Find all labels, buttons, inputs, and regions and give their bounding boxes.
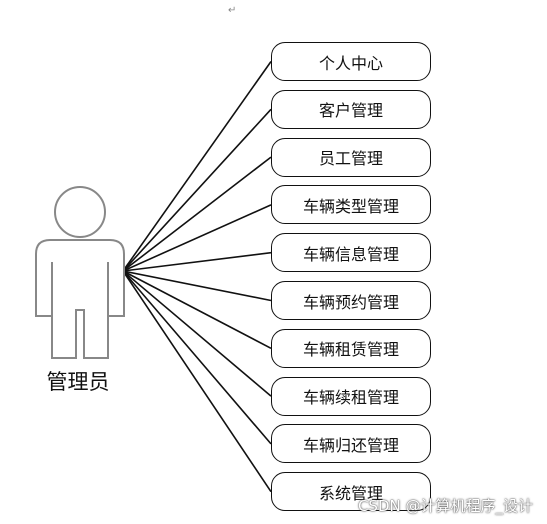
use-case-box: 车辆信息管理 — [271, 233, 431, 273]
association-line — [122, 156, 272, 272]
use-case-box: 车辆类型管理 — [271, 185, 431, 225]
use-case-box: 客户管理 — [271, 89, 431, 129]
association-line — [122, 251, 272, 272]
actor-label: 管理员 — [46, 370, 110, 394]
watermark: CSDN @计算机程序_设计 — [357, 497, 533, 515]
association-line — [122, 108, 272, 272]
association-lines — [122, 61, 272, 493]
paragraph-return-mark: ↵ — [228, 5, 237, 16]
actor-body — [35, 239, 125, 359]
association-line — [122, 270, 272, 445]
actor-figure — [35, 186, 125, 359]
use-case-box: 个人中心 — [271, 42, 431, 81]
use-case-box: 员工管理 — [271, 137, 431, 177]
use-case-box: 车辆预约管理 — [271, 281, 431, 320]
use-case-box: 车辆归还管理 — [271, 424, 431, 464]
use-case-box: 系统管理 — [271, 472, 431, 512]
use-case-box: 车辆租赁管理 — [271, 328, 431, 368]
actor-head — [54, 186, 106, 238]
association-line — [122, 204, 272, 272]
association-line — [122, 61, 272, 272]
association-line — [122, 270, 272, 350]
association-line — [122, 270, 272, 302]
association-line — [122, 270, 272, 397]
use-case-box: 车辆续租管理 — [271, 376, 431, 416]
association-line — [122, 270, 272, 493]
